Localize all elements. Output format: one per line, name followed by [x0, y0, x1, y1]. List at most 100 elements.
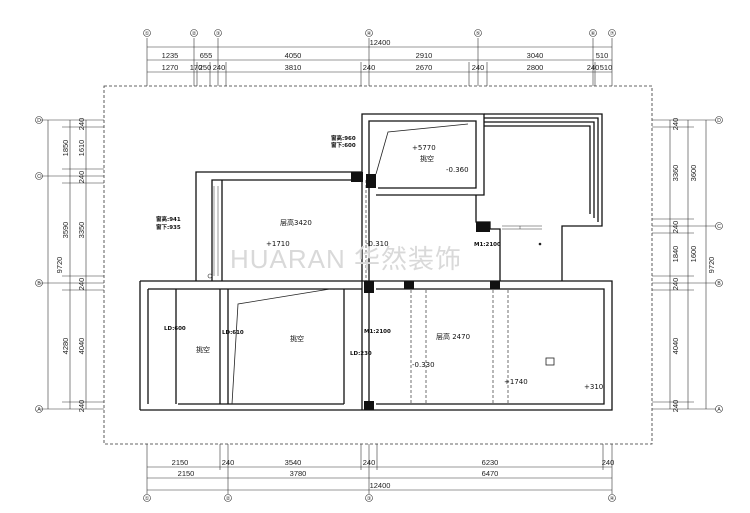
dashed-boundary: [103, 85, 653, 445]
axis-top-7: ⑦: [610, 31, 615, 37]
right-total-dim: 9720: [707, 257, 716, 274]
right-240-c: 240: [671, 278, 680, 291]
left-240-b: 240: [77, 171, 86, 184]
stair-lines: [231, 123, 469, 405]
room-bottom-mid: 挑空: [290, 334, 304, 343]
right-dim-2: 1840: [671, 246, 680, 263]
left-dim2-1: 1610: [77, 140, 86, 157]
opening-left-1: 窗高:941: [156, 215, 181, 223]
ceiling-lower: 层高 2470: [436, 332, 470, 341]
top-dim-2: 655: [200, 51, 213, 60]
opening-left-2: 窗下:935: [156, 223, 181, 231]
bottom-dim-2: 240: [222, 458, 235, 467]
axis-bottom-3: ③: [367, 496, 372, 502]
axis-top-6: ⑥: [591, 31, 596, 37]
axis-left-c: C: [37, 174, 41, 180]
beam-lines: [365, 180, 509, 404]
columns: [351, 172, 500, 410]
bottom-dim2-3: 6470: [482, 469, 499, 478]
left-dim2-2: 3350: [77, 222, 86, 239]
bottom-dimensions: [146, 444, 613, 494]
ld-left: LD:600: [164, 326, 186, 332]
right-dimensions: [652, 119, 716, 410]
top-dim2-8: 240: [472, 63, 485, 72]
bottom-dim-3: 3540: [285, 458, 302, 467]
right-dim-3: 4040: [671, 338, 680, 355]
walls: [139, 113, 613, 411]
room-bottom-left: 挑空: [196, 345, 210, 354]
room-top-right: 挑空: [420, 154, 434, 163]
axis-left-a: A: [37, 407, 41, 413]
top-dim-4: 2910: [416, 51, 433, 60]
bottom-dim-4: 240: [363, 458, 376, 467]
top-dim2-7: 2670: [416, 63, 433, 72]
left-total-dim: 9720: [55, 257, 64, 274]
left-240-d: 240: [77, 400, 86, 413]
fixture-small: [207, 273, 213, 279]
fixture-box: [545, 357, 555, 366]
right-axis-bubbles: [715, 116, 723, 413]
left-dim-2: 3590: [61, 222, 70, 239]
axis-right-b: B: [717, 281, 721, 287]
top-dim2-4: 240: [213, 63, 226, 72]
opening-top-2: 窗下:600: [331, 141, 356, 149]
top-dim-5: 3040: [527, 51, 544, 60]
axis-top-5: ⑤: [476, 31, 481, 37]
top-axis-bubbles: [143, 29, 616, 37]
axis-right-d: D: [717, 118, 721, 124]
right-dim2-2: 1600: [689, 246, 698, 263]
watermark: HUARAN 华然装饰: [230, 244, 462, 274]
right-dim-1: 3360: [671, 165, 680, 182]
top-dim-6: 510: [596, 51, 609, 60]
left-240-c: 240: [77, 278, 86, 291]
left-240-a: 240: [77, 118, 86, 131]
ld-low: LD:230: [350, 351, 372, 357]
top-dim2-3: 250: [199, 63, 212, 72]
elev-mid: -0.310: [366, 240, 389, 248]
axis-top-2: ②: [192, 31, 197, 37]
elev-lower: -0.330: [412, 361, 435, 369]
elev-top-room: +5770: [412, 144, 436, 152]
top-dim2-2: 170: [190, 63, 203, 72]
bottom-dim-6: 240: [602, 458, 615, 467]
bottom-dim2-1: 2150: [178, 469, 195, 478]
top-dim2-11: 510: [600, 63, 613, 72]
axis-left-b: B: [37, 281, 41, 287]
left-dim-1: 1850: [61, 140, 70, 157]
axis-bottom-1: ①: [145, 496, 150, 502]
top-dim-1: 1235: [162, 51, 179, 60]
elev-lower-3: +310: [584, 383, 603, 391]
ld-mid: LD:610: [222, 330, 244, 336]
elev-lower-2: +1740: [504, 378, 528, 386]
opening-top-1: 窗高:960: [331, 134, 356, 142]
top-dim2-1: 1270: [162, 63, 179, 72]
axis-right-c: C: [717, 224, 721, 230]
ceiling-upper: 层高3420: [280, 218, 312, 227]
right-dim2-1: 3600: [689, 165, 698, 182]
top-dim2-9: 2800: [527, 63, 544, 72]
bottom-dim2-2: 3780: [290, 469, 307, 478]
right-240-b: 240: [671, 221, 680, 234]
axis-left-d: D: [37, 118, 41, 124]
top-dim2-6: 240: [363, 63, 376, 72]
top-dim2-5: 3810: [285, 63, 302, 72]
windows: [213, 186, 542, 276]
left-axis-bubbles: [35, 116, 43, 413]
left-dim2-3: 4040: [77, 338, 86, 355]
axis-top-1: ①: [145, 31, 150, 37]
bottom-dim-5: 6230: [482, 458, 499, 467]
top-dim2-10: 240: [587, 63, 600, 72]
fixture-dot: [538, 242, 542, 246]
bottom-dim-1: 2150: [172, 458, 189, 467]
right-240-a: 240: [671, 118, 680, 131]
door-mid: M1:2100: [364, 329, 391, 335]
right-240-d: 240: [671, 400, 680, 413]
left-dimensions: [40, 119, 104, 410]
elev-upper-left: +1710: [266, 240, 290, 248]
axis-bottom-4: ④: [610, 496, 615, 502]
axis-top-3: ③: [216, 31, 221, 37]
bottom-total-dim: 12400: [370, 481, 391, 490]
top-dim-3: 4050: [285, 51, 302, 60]
left-dim-3: 4280: [61, 338, 70, 355]
axis-right-a: A: [717, 407, 721, 413]
